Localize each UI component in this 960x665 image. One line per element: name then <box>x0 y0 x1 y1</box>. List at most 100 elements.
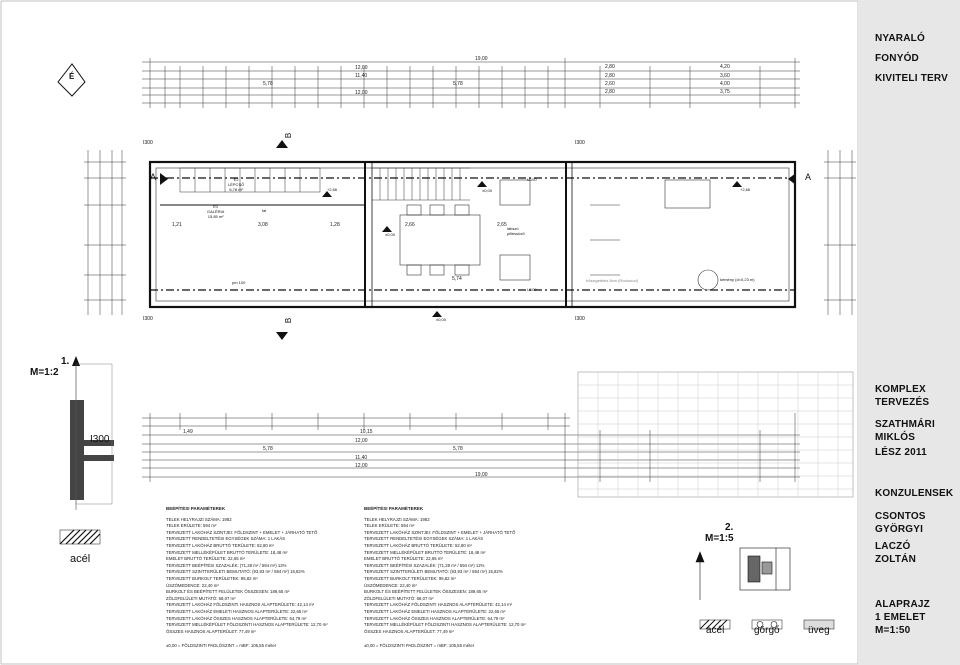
parameter-line: TERVEZETT RENDELTETÉSI EGYSÉGEK SZÁMA: 1… <box>166 536 286 542</box>
parameter-line: BURKOLT ÉS BEÉPÍTETT FELÜLETEK ÖSSZESEN:… <box>166 589 290 595</box>
title-block <box>858 0 960 665</box>
note-wall: fal <box>262 208 267 213</box>
detail-2-number: 2. <box>725 522 734 533</box>
room-gallery: E1 GALÉRIA 15,85 m² <box>207 204 224 219</box>
dim-top-row-2: 11,40 <box>355 73 368 79</box>
note-u100-top: U100 <box>527 177 537 182</box>
project-line-1: NYARALÓ <box>875 33 925 44</box>
parameter-line: ÖSSZES HASZNOS ALAPTERÜLET: 77,49 m² <box>364 628 454 634</box>
parameter-line: TERVEZETT LAKÓHÁZ SZINTJEI: FÖLDSZINT + … <box>166 529 318 535</box>
parameter-line: TERVEZETT SZINTTERÜLETI BEMUTATÓ: (93,93… <box>166 569 305 575</box>
dim-bottom-row-1: 12,00 <box>355 438 368 444</box>
parameter-line: TERVEZETT SZINTTERÜLETI BEMUTATÓ: (93,93… <box>364 569 503 575</box>
parameter-line: TERVEZETT LAKÓHÁZ ÖSSZES HASZNOS ALAPTER… <box>364 615 505 621</box>
legend-steel-label: acél <box>70 553 91 565</box>
parameter-line: ZÖLDFELÜLETI MUTATÓ: 68,07 m² <box>364 595 434 601</box>
grid-panel <box>577 371 854 498</box>
dim-span-right: 5,78 <box>453 81 463 87</box>
dim-right-row-7: 4,00 <box>720 81 730 87</box>
dim-living-2: 2,65 <box>497 222 507 228</box>
north-label: É <box>69 72 75 81</box>
detail-2-sketch <box>695 547 791 600</box>
parameter-line: TERVEZETT MELLÉKÉPÜLET FÖLDSZINTI HASZNO… <box>166 622 328 628</box>
project-title: NYARALÓ FONYÓD KIVITELI TERV <box>875 32 948 85</box>
beam-label-top-right: I300 <box>575 140 585 146</box>
dim-living-3: 5,74 <box>452 276 462 282</box>
room-stair-code: E2 <box>233 177 239 182</box>
firm-name: KOMPLEX TERVEZÉS <box>875 383 929 409</box>
parameter-line: ÚSZÓMEDENCE: 22,40 m² <box>166 582 219 588</box>
consultant-2-line-1: LACZÓ <box>875 541 911 552</box>
parameters-heading-1: BEÉPÍTÉSI PARAMÉTEREK <box>166 506 226 511</box>
dim-gallery-3: 1,28 <box>330 222 340 228</box>
parameter-line: TERVEZETT LAKÓHÁZ SZINTJEI: FÖLDSZINT + … <box>364 529 516 535</box>
parameter-line: TERVEZETT MELLÉKÉPÜLET FÖLDSZINTI HASZNO… <box>364 622 526 628</box>
parameter-line: TERVEZETT BEÉPÍTÉSI SZAZALÉK: (71,28 m² … <box>364 562 485 568</box>
dim-span-left: 5,78 <box>263 81 273 87</box>
firm-line-1: KOMPLEX <box>875 384 926 395</box>
parameter-line: TELEK HELYRAJZI SZÁMA: 1982 <box>166 516 232 522</box>
floor-plan <box>148 160 797 317</box>
detail-2-label: 2. M=1:5 <box>705 522 734 544</box>
parameter-line: TERVEZETT BURKOLT TERÜLETEK: 95,82 m² <box>166 575 258 581</box>
parameter-line: TERVEZETT LAKÓHÁZ BRUTTÓ TERÜLETE: 52,80… <box>364 542 472 548</box>
legend-roller-label: görgő <box>754 625 780 636</box>
parameter-line: TELEK ERÜLETE: 594 m² <box>166 523 217 529</box>
consultant-1-line-1: CSONTOS <box>875 511 926 522</box>
designer-name: SZATHMÁRI MIKLÓS <box>875 418 935 444</box>
dim-top-row-1: 12,00 <box>355 65 368 71</box>
dim-bottom-span: 10,15 <box>360 429 373 435</box>
parameter-datum: ±0,00 = FÖLDSZINTI PADLÓSZINT = mBF: 105… <box>364 643 475 649</box>
section-b-top-label: B <box>284 132 294 139</box>
project-line-2: FONYÓD <box>875 53 919 64</box>
note-insulation: hőszigetelés 8cm (Rockwool) <box>586 278 639 283</box>
parameter-line: TERVEZETT BURKOLT TERÜLETEK: 95,82 m² <box>364 575 456 581</box>
note-u100-bottom: U100 <box>527 287 537 292</box>
legend-steel-swatch <box>59 529 101 545</box>
legend-steel-swatch-2 <box>699 619 731 630</box>
parameter-line: TERVEZETT LAKÓHÁZ FÖLDSZINTI HASZNOS ALA… <box>166 602 315 608</box>
dim-bottom-row-2: 11,40 <box>355 455 368 461</box>
section-a-left-label: A <box>150 172 157 182</box>
parameter-line: TERVEZETT BEÉPÍTÉSI SZAZALÉK: (71,28 m² … <box>166 562 287 568</box>
legend-roller-swatch <box>751 619 783 630</box>
beam-label-bottom-right: I300 <box>575 316 585 322</box>
right-dimension-chains <box>824 150 856 315</box>
dim-bottom-row-3: 12,00 <box>355 463 368 469</box>
detail-2-scale: M=1:5 <box>705 533 734 544</box>
detail-1-beam-section <box>70 356 114 510</box>
room-stair-area: 6,78 m² <box>229 187 243 192</box>
parameters-block-1: BEÉPÍTÉSI PARAMÉTEREK TELEK HELYRAJZI SZ… <box>166 506 328 650</box>
legend-glass-label: üveg <box>808 625 830 636</box>
parameter-line: TERVEZETT LAKÓHÁZ ÖSSZES HASZNOS ALAPTER… <box>166 615 307 621</box>
parameter-line: TERVEZETT LAKÓHÁZ BRUTTÓ TERÜLETE: 52,80… <box>166 542 274 548</box>
top-dimension-chains <box>142 61 800 104</box>
parameter-line: ÚSZÓMEDENCE: 22,40 m² <box>364 582 417 588</box>
top-dimension-ticks <box>149 58 796 108</box>
level-stair: +2,66 <box>327 187 338 192</box>
beam-label-bottom-left: I300 <box>143 316 153 322</box>
section-b-bottom-label: B <box>284 317 294 324</box>
section-a-right-label: A <box>805 172 812 182</box>
dim-living-1: 2,66 <box>405 222 415 228</box>
parameter-line: ZÖLDFELÜLETI MUTATÓ: 68,07 m² <box>166 595 236 601</box>
parameter-line: TERVEZETT LAKÓHÁZ EMELETI HASZNOS ALAPTE… <box>166 608 308 614</box>
room-gallery-code: E1 <box>213 204 219 209</box>
consultants-heading: KONZULENSEK <box>875 488 954 499</box>
legend-steel-label-2: acél <box>706 625 725 636</box>
parameter-line: ÖSSZES HASZNOS ALAPTERÜLET: 77,49 m² <box>166 628 256 634</box>
parameters-block-2: BEÉPÍTÉSI PARAMÉTEREK TELEK HELYRAJZI SZ… <box>364 506 526 650</box>
project-year: LÉSZ 2011 <box>875 447 927 458</box>
section-marker-b-bottom <box>276 332 288 340</box>
bottom-dimension-chains <box>142 417 800 478</box>
dim-right-row-6: 3,60 <box>720 73 730 79</box>
sheet-title: ALAPRAJZ 1 EMELET M=1:50 <box>875 598 930 637</box>
dim-right-row-3: 2,60 <box>605 81 615 87</box>
left-dimension-chains <box>84 150 126 315</box>
parameter-line: TERVEZETT MELLÉKÉPÜLET BRUTTÓ TERÜLETE: … <box>166 549 288 555</box>
dim-gallery-2: 3,08 <box>258 222 268 228</box>
sheet-line-3: M=1:50 <box>875 625 911 636</box>
note-chimney: kémény (d=0,23 m) <box>720 277 755 282</box>
dim-bottom-span-left: 5,78 <box>263 446 273 452</box>
